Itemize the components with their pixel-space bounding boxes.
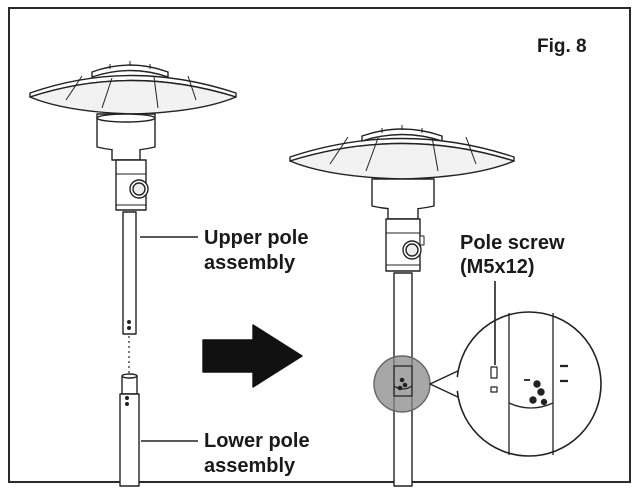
- left-upper-pole: [122, 211, 137, 335]
- left-reflector: [29, 79, 237, 115]
- left-lower-pole: [119, 393, 140, 487]
- right-arrow-icon: [202, 324, 303, 388]
- upper-pole-label: Upper pole: [204, 227, 309, 249]
- left-lower-sleeve: [121, 375, 138, 395]
- left-heater: [29, 61, 237, 487]
- upper-pole-label-line2: assembly: [204, 252, 296, 274]
- pole-screw-label: Pole screw: [460, 232, 565, 254]
- lower-pole-label-line2: assembly: [204, 455, 296, 477]
- right-reflector: [289, 142, 515, 180]
- right-heater: [289, 125, 515, 487]
- pole-joint-highlight: [373, 355, 431, 413]
- figure-border: [8, 7, 631, 483]
- right-canister: [371, 178, 435, 211]
- magnifier-detail-icon: [455, 281, 602, 457]
- pole-screw-size-label: (M5x12): [460, 256, 535, 278]
- lower-pole-label: Lower pole: [204, 430, 310, 452]
- figure-label: Fig. 8: [537, 36, 587, 57]
